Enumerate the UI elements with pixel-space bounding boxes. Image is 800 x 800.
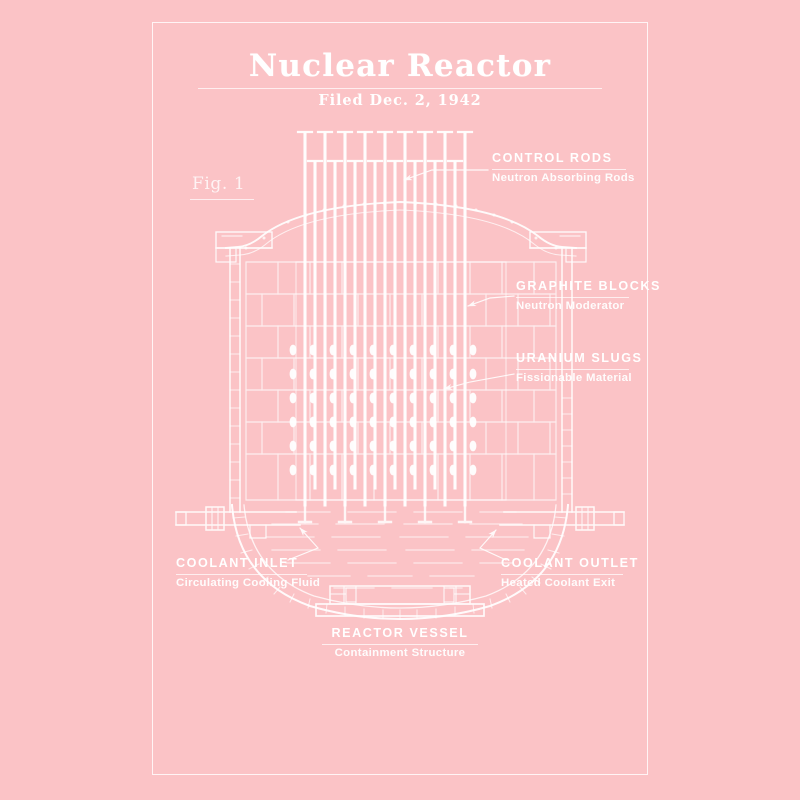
callout-uranium-slugs-rule [516,369,629,371]
callout-coolant-inlet: COOLANT INLET Circulating Cooling Fluid [176,556,321,590]
leader-coolant-inlet [287,527,319,561]
callout-reactor-vessel-subtext: Containment Structure [334,647,466,660]
callout-coolant-outlet-subtext: Heated Coolant Exit [501,577,616,590]
uranium-slug-grid [289,344,477,476]
figure-label-underline [190,199,254,201]
callout-graphite-blocks-rule [516,297,629,299]
callout-graphite-blocks-subtext: Neutron Moderator [516,300,625,313]
coolant-inlet-pipe [175,506,301,539]
dome-rivets [244,201,558,250]
callout-graphite-blocks: GRAPHITE BLOCKS Neutron Moderator [516,279,661,313]
base-pedestal [315,585,485,617]
leader-uranium [443,373,515,390]
callout-coolant-outlet-heading: COOLANT OUTLET [501,556,639,570]
figure-label: Fig. 1 [192,174,246,194]
graphite-block-grid [245,261,557,501]
left-wall-rungs [229,263,241,499]
callout-control-rods: CONTROL RODS Neutron Absorbing Rods [492,151,635,185]
callout-uranium-slugs: URANIUM SLUGS Fissionable Material [516,351,643,385]
callout-uranium-slugs-heading: URANIUM SLUGS [516,351,643,365]
coolant-outlet-pipe [499,506,625,539]
callout-control-rods-rule [492,169,626,171]
vessel-top-dome [224,201,578,257]
right-wall-rungs [561,397,573,495]
filing-date: Filed Dec. 2, 1942 [318,92,482,109]
callout-coolant-outlet: COOLANT OUTLET Heated Coolant Exit [501,556,639,590]
callout-uranium-slugs-subtext: Fissionable Material [516,372,632,385]
bowl-rivets [232,516,568,620]
callout-control-rods-subtext: Neutron Absorbing Rods [492,172,635,185]
core-inner-boundary [295,261,507,501]
callout-leaders [287,169,515,561]
vessel-side-walls [229,247,573,513]
leader-graphite [467,295,515,307]
leader-coolant-outlet [479,529,507,561]
title-divider [198,88,602,90]
coolant-fluid-lines [265,511,529,589]
callout-reactor-vessel-heading: REACTOR VESSEL [331,626,469,640]
callout-graphite-blocks-heading: GRAPHITE BLOCKS [516,279,661,293]
poster-border-frame [152,22,648,775]
callout-reactor-vessel: REACTOR VESSEL Containment Structure [322,626,478,660]
page-title: Nuclear Reactor [248,48,552,84]
dome-flange [215,231,587,263]
callout-coolant-inlet-rule [176,574,307,576]
callout-reactor-vessel-rule [322,644,478,646]
callout-coolant-inlet-heading: COOLANT INLET [176,556,299,570]
callout-control-rods-heading: CONTROL RODS [492,151,613,165]
leader-control-rods [403,169,489,181]
callout-coolant-outlet-rule [501,574,623,576]
control-rods-assembly [296,130,474,524]
callout-coolant-inlet-subtext: Circulating Cooling Fluid [176,577,321,590]
